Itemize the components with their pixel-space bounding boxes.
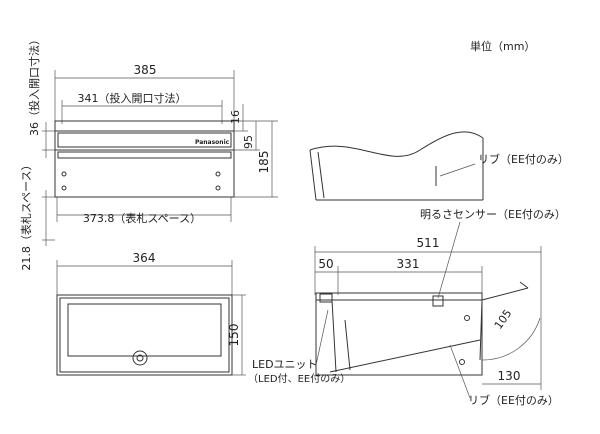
front-view-bottom: 364 150	[56, 251, 246, 376]
depth-total-dim: 511	[417, 236, 440, 250]
depth-front-dim: 50	[318, 257, 333, 271]
led-label-2: （LED付、EE付のみ）	[248, 372, 350, 385]
front-width-dim: 364	[133, 251, 156, 265]
flap-height-dim: 16	[229, 110, 242, 124]
nameplate-side-dim: 21.8（表札スペース）	[19, 159, 33, 270]
led-label-1: LEDユニット	[252, 358, 318, 371]
angle-dim: 105	[492, 307, 515, 332]
side-view-top: リブ（EE付のみ）	[309, 131, 569, 201]
depth-body-dim: 331	[397, 257, 420, 271]
rib-label-bottom: リブ（EE付のみ）	[468, 393, 559, 407]
width-overall-dim: 385	[134, 63, 157, 77]
nameplate-width-dim: 373.8（表札スペース）	[83, 211, 201, 225]
opening-height-dim: 36（投入開口寸法）	[27, 34, 41, 136]
total-height-dim: 185	[257, 151, 271, 174]
brand-logo: Panasonic	[195, 139, 230, 146]
rib-label-top: リブ（EE付のみ）	[478, 152, 569, 166]
sensor-label: 明るさセンサー（EE付のみ）	[420, 208, 566, 221]
unit-label: 単位（mm）	[470, 39, 535, 53]
rear-dim: 130	[498, 369, 521, 383]
side-view-bottom: 511 50 331 105 130 明るさセンサー（EE付のみ） LEDユニッ	[248, 208, 566, 407]
opening-width-dim: 341（投入開口寸法）	[78, 91, 187, 105]
front-height-dim: 150	[227, 324, 241, 347]
panel-height-dim: 95	[242, 135, 255, 149]
front-view-top: 385 341（投入開口寸法） Panasonic 16 95 185	[19, 34, 278, 271]
